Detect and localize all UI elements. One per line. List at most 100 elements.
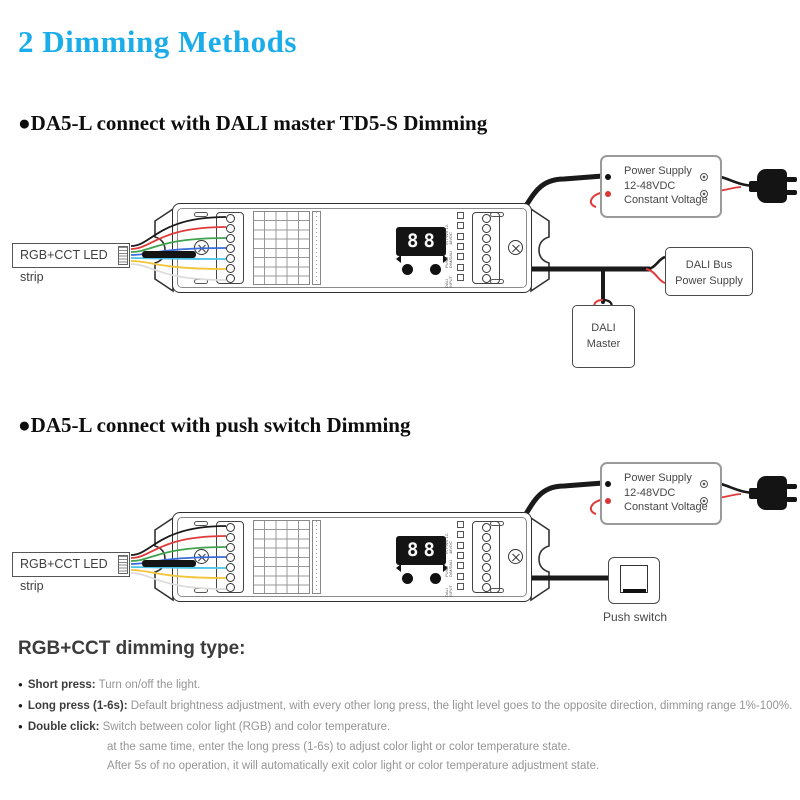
screw-slot (194, 279, 208, 284)
terminal (481, 562, 491, 572)
ac-plug-prong (786, 190, 797, 195)
terminal (481, 263, 491, 273)
led-strip-label: RGB+CCT LED strip (20, 248, 108, 284)
arrow-right-icon (443, 255, 448, 263)
power-supply-text: Power Supply 12-48VDC Constant Voltage (624, 471, 708, 515)
led-strip-box: RGB+CCT LED strip (12, 552, 130, 593)
input-connector (457, 542, 464, 549)
power-supply-text: Power Supply 12-48VDC Constant Voltage (624, 164, 708, 208)
input-connector (457, 222, 464, 229)
bullet-label: Long press (1-6s): (27, 700, 128, 712)
dc-positive-dot (605, 191, 611, 197)
ac-plug-icon (757, 476, 787, 510)
terminal (225, 253, 235, 263)
output-terminal-block (216, 212, 244, 284)
led-strip-box: RGB+CCT LED strip (12, 243, 130, 284)
terminal-micro-label: IN PWR 12-48VDC (445, 223, 453, 245)
terminal (225, 532, 235, 542)
dim-up-button (430, 573, 441, 584)
input-connector (457, 233, 464, 240)
power-supply-line3: Constant Voltage (624, 194, 708, 206)
input-connector (457, 264, 464, 271)
terminal (481, 253, 491, 263)
dc-negative-dot (605, 174, 611, 180)
screw-icon (508, 240, 523, 255)
power-supply-line1: Power Supply (624, 165, 692, 177)
arrow-right-icon (443, 564, 448, 572)
terminal-micro-label: PUSH DIM/DALI (445, 559, 453, 577)
bullet-text: Turn on/off the light. (98, 679, 201, 691)
power-supply-line1: Power Supply (624, 472, 692, 484)
bullet-label: Short press: (27, 679, 96, 691)
terminal-micro-label: IN PWR 12-48VDC (445, 532, 453, 554)
controller-da5l: 88 IN PWR 12-48VDC PUSH DIM/DALI DALI IN… (150, 507, 550, 607)
input-connector (457, 212, 464, 219)
ac-plug-prong (786, 484, 797, 489)
input-terminal-block (472, 521, 500, 593)
terminal (225, 233, 235, 243)
ac-terminal (700, 173, 708, 181)
bullet-short-press: ● Short press: Turn on/off the light. (18, 679, 800, 691)
ac-terminal (700, 480, 708, 488)
input-connector (457, 562, 464, 569)
power-supply-box: Power Supply 12-48VDC Constant Voltage (600, 462, 722, 525)
terminal (481, 582, 491, 592)
terminal (225, 223, 235, 233)
terminal-micro-label: PUSH DIM/DALI (445, 250, 453, 268)
input-connector (457, 573, 464, 580)
dali-master-line2: Master (586, 338, 621, 350)
terminal (225, 582, 235, 592)
power-supply-line2: 12-48VDC (624, 486, 676, 499)
bullet-double-click: ●Double click: Switch between color ligh… (18, 721, 800, 733)
terminal (481, 542, 491, 552)
push-switch-rocker (623, 589, 646, 593)
wiring-label-grid (253, 211, 310, 285)
led-strip-label: RGB+CCT LED strip (20, 557, 108, 593)
bullet-dot: ● (18, 680, 23, 689)
arrow-left-icon (396, 564, 401, 572)
ac-plug-icon (757, 169, 787, 203)
screw-slot (194, 212, 208, 217)
dc-negative-dot (605, 481, 611, 487)
terminal (225, 572, 235, 582)
continuation-line: After 5s of no operation, it will automa… (107, 760, 600, 772)
power-supply-box: Power Supply 12-48VDC Constant Voltage (600, 155, 722, 218)
terminal (225, 213, 235, 223)
bullet-dot: ● (18, 722, 23, 731)
cable-fork (645, 255, 666, 271)
terminal (481, 243, 491, 253)
bullet-long-press: ● Long press (1-6s): Default brightness a… (18, 700, 800, 712)
terminal (481, 552, 491, 562)
screw-slot (194, 521, 208, 526)
ac-plug-neck (749, 181, 759, 192)
terminal (481, 223, 491, 233)
wiring-label-grid (253, 520, 310, 594)
push-switch-button (620, 565, 648, 593)
wiring-label-strip (312, 520, 321, 594)
terminal (481, 532, 491, 542)
bullet-text: Default brightness adjustment, with ever… (130, 700, 793, 712)
input-connector (457, 521, 464, 528)
power-supply-line3: Constant Voltage (624, 501, 708, 513)
dali-master-box: DALI Master (572, 305, 635, 368)
seven-segment-display: 88 (396, 227, 446, 256)
terminal-micro-label: DALI INPUT (445, 276, 453, 288)
heading-push-section: ●DA5-L connect with push switch Dimming (18, 413, 411, 437)
terminal (481, 233, 491, 243)
controller-da5l: 88 IN PWR 12-48VDC PUSH DIM/DALI DALI IN… (150, 198, 550, 298)
ac-plug-neck (749, 488, 759, 499)
dimming-type-heading: RGB+CCT dimming type: (18, 638, 246, 659)
continuation-line: at the same time, enter the long press (… (107, 741, 571, 753)
power-supply-line2: 12-48VDC (624, 179, 676, 192)
output-terminal-block (216, 521, 244, 593)
terminal-micro-label: DALI INPUT (445, 585, 453, 597)
ac-terminal (700, 497, 708, 505)
page-title: 2 Dimming Methods (18, 24, 297, 59)
dali-bus-power-supply-box: DALI Bus Power Supply (665, 247, 753, 296)
input-connector (457, 583, 464, 590)
dc-positive-dot (605, 498, 611, 504)
dim-down-button (402, 573, 413, 584)
bullet-text: Switch between color light (RGB) and col… (102, 721, 391, 733)
bullet-dot: ● (18, 701, 23, 710)
input-connector (457, 243, 464, 250)
